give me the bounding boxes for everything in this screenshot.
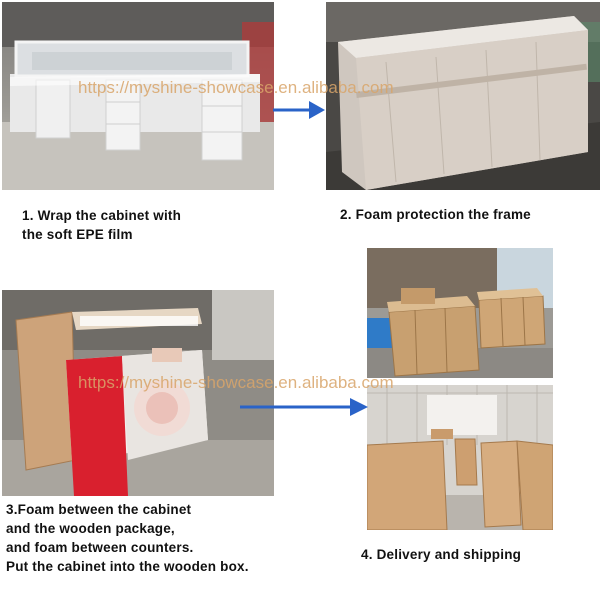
caption-step-4-line-1: 4. Delivery and shipping	[361, 547, 522, 562]
watermark-top: https://myshine-showcase.en.alibaba.com	[78, 78, 394, 97]
photo-wrapped-cabinet	[2, 2, 274, 190]
photo-wrapped-cabinet-image	[2, 2, 274, 190]
caption-step-1-line-2: the soft EPE film	[22, 227, 133, 242]
caption-step-2-line-1: 2. Foam protection the frame	[340, 207, 531, 222]
right-arrow-icon	[273, 101, 325, 119]
caption-step-3-line-1: 3.Foam between the cabinet	[6, 502, 192, 517]
photo-crates-container	[367, 385, 553, 530]
caption-step-3: 3.Foam between the cabinet and the woode…	[6, 500, 249, 576]
caption-step-3-line-2: and the wooden package,	[6, 521, 175, 536]
caption-step-1-line-1: 1. Wrap the cabinet with	[22, 208, 182, 223]
photo-crates-warehouse	[367, 248, 553, 378]
right-arrow-icon	[240, 398, 368, 416]
caption-step-3-line-4: Put the cabinet into the wooden box.	[6, 559, 249, 574]
photo-crates-warehouse-image	[367, 248, 553, 378]
photo-crated-cabinet-image	[2, 290, 274, 496]
caption-step-1: 1. Wrap the cabinet with the soft EPE fi…	[22, 206, 181, 244]
photo-crates-container-image	[367, 385, 553, 530]
watermark-bottom: https://myshine-showcase.en.alibaba.com	[78, 373, 394, 392]
caption-step-4: 4. Delivery and shipping	[361, 545, 521, 564]
photo-foam-frame-image	[326, 2, 600, 190]
photo-crated-cabinet	[2, 290, 274, 496]
caption-step-3-line-3: and foam between counters.	[6, 540, 194, 555]
photo-foam-frame	[326, 2, 600, 190]
caption-step-2: 2. Foam protection the frame	[340, 205, 531, 224]
